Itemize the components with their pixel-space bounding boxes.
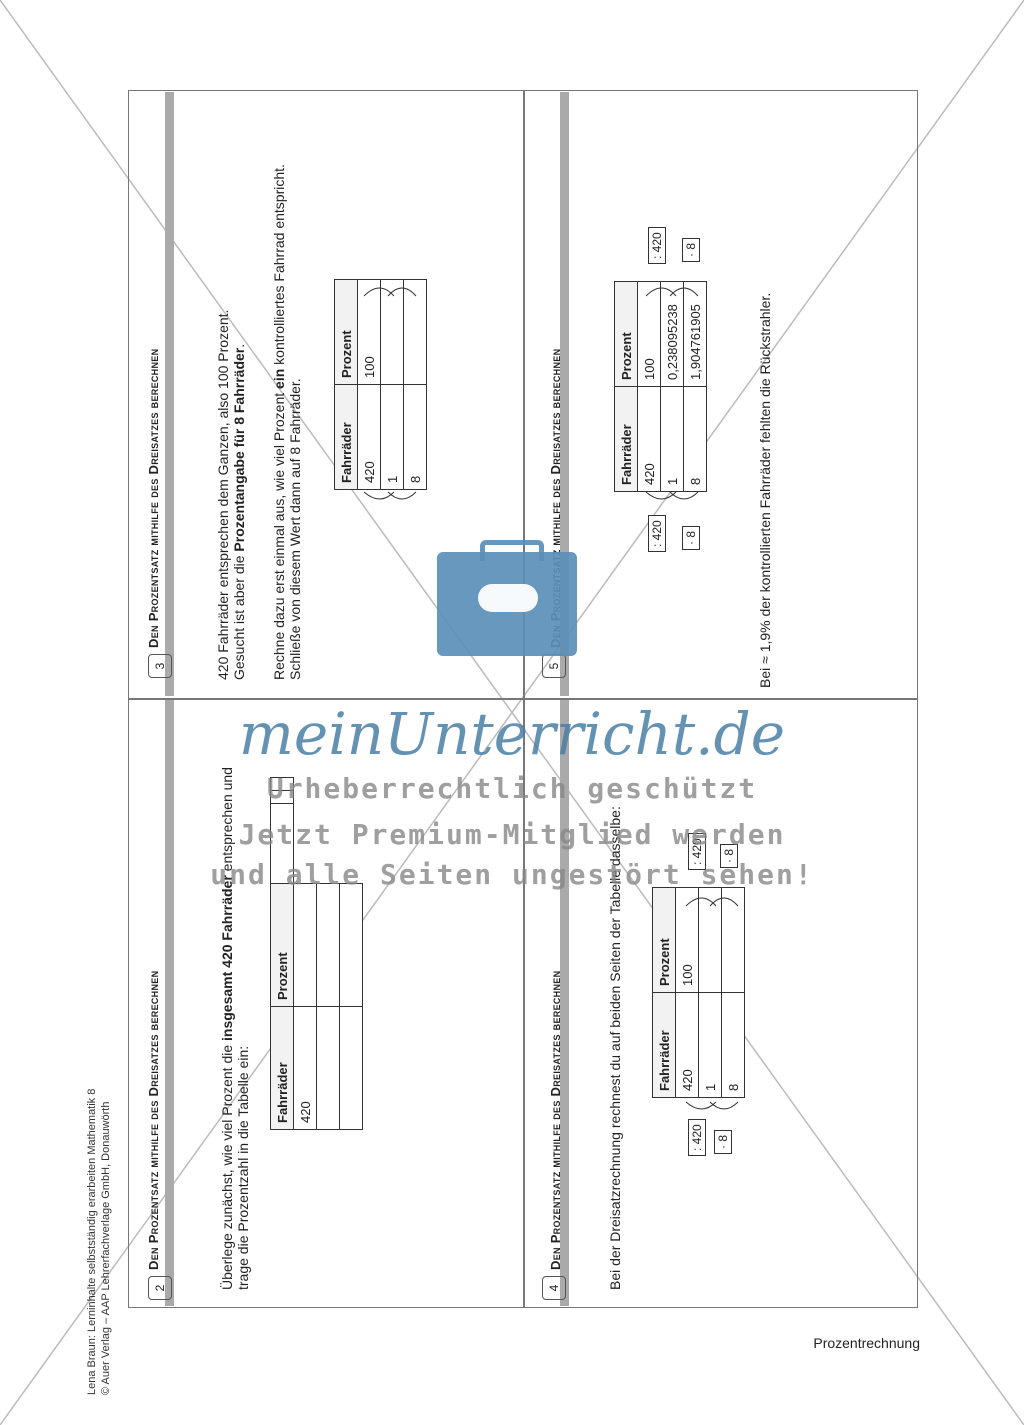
card-title: Den Prozentsatz mithilfe des Dreisatzes …: [146, 348, 161, 648]
title-bar: [165, 92, 174, 696]
watermark-line-1: Urheberrechtlich geschützt: [266, 772, 758, 805]
card-number-badge: 2: [148, 1276, 172, 1300]
operator-box: · 8: [682, 237, 700, 262]
table-cell: [339, 883, 363, 1007]
card-text: Gesucht ist aber die Prozentangabe für 8…: [231, 343, 247, 680]
credit-line-1: Lena Braun: Lerninhalte selbstständig er…: [86, 1088, 98, 1395]
table-header: Prozent: [652, 887, 676, 993]
briefcase-handle: [480, 540, 544, 561]
operator-box: : 420: [648, 515, 666, 552]
card-divider-horizontal: [128, 698, 918, 700]
arrow-arcs: [685, 897, 739, 1110]
table-header: Fahrräder: [270, 1006, 294, 1130]
arrow-arcs: [645, 287, 699, 500]
watermark-line-3: und alle Seiten ungestört sehen!: [210, 858, 814, 891]
operator-box: · 8: [682, 525, 700, 550]
operator-box: : 420: [648, 227, 666, 264]
data-table: Fahrräder Prozent 420: [270, 883, 363, 1130]
title-bar: [560, 92, 569, 696]
cloud-icon: [478, 584, 538, 612]
credit-line-2: © Auer Verlag – AAP Lehrerfachverlage Gm…: [100, 1101, 112, 1395]
table-header: Prozent: [334, 279, 358, 385]
table-header: Prozent: [270, 883, 294, 1007]
table-cell: [293, 883, 317, 1007]
card-number-badge: 4: [542, 1276, 566, 1300]
card-number-badge: 3: [148, 654, 172, 678]
table-cell: [316, 1006, 340, 1130]
title-bar: [560, 700, 569, 1306]
card-text: trage die Prozentzahl in die Tabelle ein…: [235, 1045, 251, 1290]
card-title: Den Prozentsatz mithilfe des Dreisatzes …: [548, 970, 563, 1270]
table-cell: [339, 1006, 363, 1130]
arrow-arcs: [363, 287, 417, 500]
table-header: Prozent: [614, 281, 638, 387]
card-answer: Bei ≈ 1,9% der kontrollierten Fahrräder …: [757, 292, 773, 688]
table-header: Fahrräder: [334, 384, 358, 490]
card-text: Schließe von diesem Wert dann auf 8 Fahr…: [287, 378, 303, 680]
table-header: Fahrräder: [614, 386, 638, 492]
card-number-badge: 5: [542, 654, 566, 678]
watermark-logo: meinUnterricht.de: [238, 700, 786, 768]
operator-box: · 8: [714, 1129, 732, 1154]
page-footer: Prozentrechnung: [813, 1335, 920, 1351]
table-cell: 420: [293, 1006, 317, 1130]
table-header: Fahrräder: [652, 992, 676, 1098]
watermark-line-2: Jetzt Premium-Mitglied werden: [238, 818, 786, 851]
table-cell: [316, 883, 340, 1007]
title-bar: [165, 700, 174, 1306]
card-title: Den Prozentsatz mithilfe des Dreisatzes …: [146, 970, 161, 1270]
